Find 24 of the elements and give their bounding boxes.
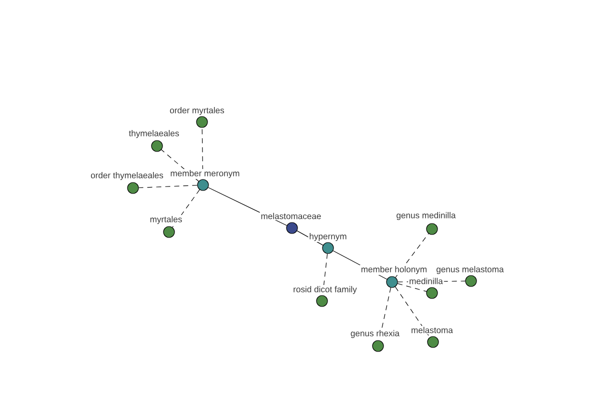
node-label: genus melastoma	[436, 266, 504, 274]
connector-line	[138, 184, 198, 188]
connector-line	[161, 149, 199, 182]
node-label: member meronym	[170, 170, 240, 178]
node-label: genus medinilla	[396, 212, 456, 220]
node-label: rosid dicot family	[294, 286, 357, 294]
node-label: hypernym	[310, 233, 346, 241]
connector-line	[296, 230, 324, 246]
node-label: order myrtales	[170, 107, 224, 115]
connector-line	[208, 187, 288, 226]
node-label: order thymelaeales	[90, 172, 164, 180]
connector-line	[394, 286, 430, 338]
node-label: melastomaceae	[261, 212, 321, 220]
node-label: thymelaeales	[128, 130, 179, 138]
connector-line	[398, 280, 466, 282]
connector-line	[397, 283, 427, 292]
node-label: genus rhexia	[350, 330, 400, 338]
connector-line	[395, 233, 429, 278]
connector-line	[172, 189, 200, 228]
connector-line	[332, 250, 388, 280]
node-label: member holonym	[361, 266, 426, 274]
node-label: medinilla	[410, 278, 443, 284]
node-label: melastoma	[412, 326, 453, 334]
node-label: myrtales	[150, 216, 182, 224]
